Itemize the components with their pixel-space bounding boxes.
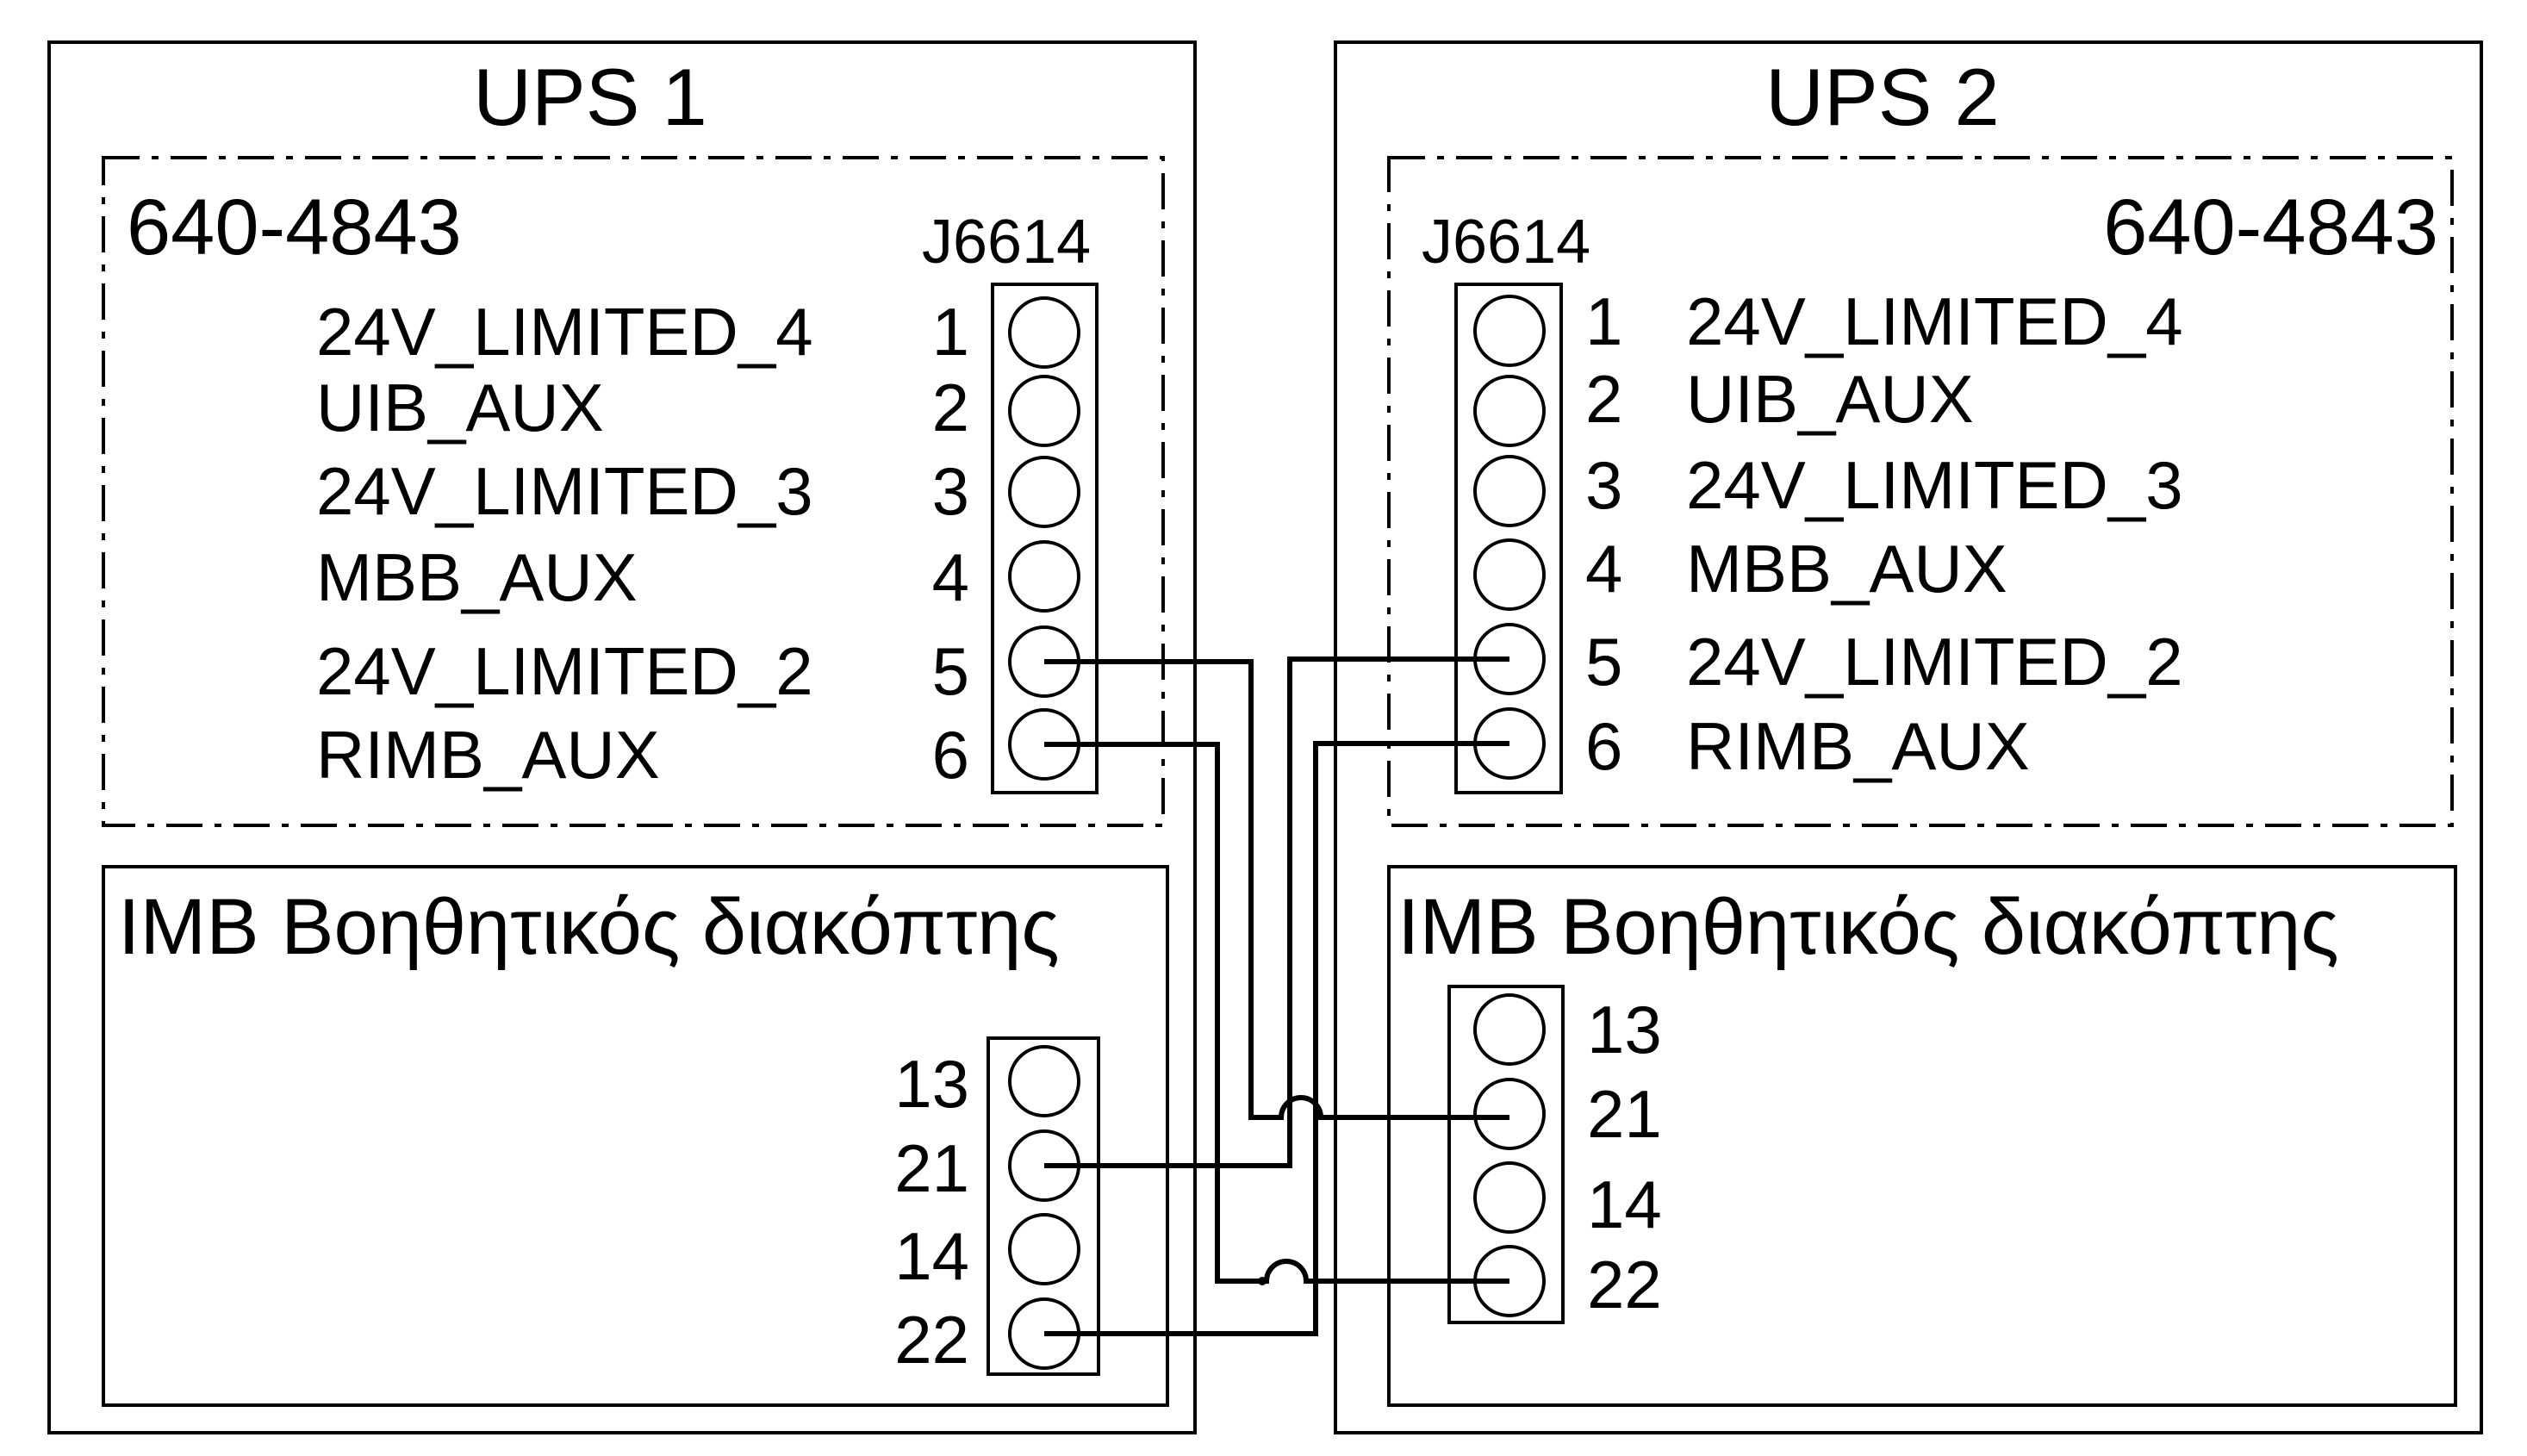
ups2-signal-4: MBB_AUX	[1686, 531, 2007, 607]
ups1-imb-terminal-label-22: 22	[894, 1302, 969, 1378]
ups2-imb-terminal-label-21: 21	[1587, 1076, 1662, 1152]
ups1-signal-6: RIMB_AUX	[316, 717, 660, 793]
ups2-j6614-pin-2	[1473, 375, 1546, 447]
ups1-imb-switch-title: IMB Βοηθητικός διακόπτης	[118, 883, 1060, 971]
ups1-pin-number-5: 5	[932, 633, 969, 709]
ups2-imb-terminal-label-13: 13	[1587, 992, 1662, 1067]
wire-ups1-pin6-to-ups2-imb22	[1044, 742, 1509, 1284]
ups2-j6614-connector	[1454, 283, 1563, 794]
ups1-j6614-pin-1	[1008, 296, 1080, 369]
ups2-imb-terminal-label-14: 14	[1587, 1167, 1662, 1242]
ups1-j6614-pin-2	[1008, 375, 1080, 447]
ups2-j6614-pin-1	[1473, 295, 1546, 367]
ups2-imb-terminal-21	[1473, 1078, 1546, 1150]
ups1-j6614-body	[991, 283, 1099, 794]
wire-ups2-pin6-to-ups1-imb22	[1044, 741, 1509, 1336]
ups2-pin-number-5: 5	[1585, 624, 1622, 700]
ups2-enclosure	[1334, 40, 2483, 1434]
ups1-enclosure	[47, 40, 1197, 1434]
ups1-signal-labels: 24V_LIMITED_4 UIB_AUX 24V_LIMITED_3 MBB_…	[316, 294, 813, 793]
cross-wiring	[1044, 656, 1509, 1336]
ups1-imb-switch-terminals: 13 21 14 22	[894, 1036, 1100, 1378]
ups1-imb-terminal-block	[987, 1036, 1100, 1376]
ups2-pin-number-1: 1	[1585, 283, 1622, 359]
ups2-signal-1: 24V_LIMITED_4	[1686, 283, 2183, 359]
ups2-connector-label: J6614	[1422, 208, 1590, 277]
ups1-pin-number-3: 3	[932, 453, 969, 529]
ups2-signal-labels: 24V_LIMITED_4 UIB_AUX 24V_LIMITED_3 MBB_…	[1686, 283, 2183, 784]
ups2-imb-terminal-13	[1473, 993, 1546, 1066]
ups2-j6614-body	[1454, 283, 1563, 794]
ups2-title: UPS 2	[1765, 52, 2000, 142]
ups2-pin-numbers: 1 2 3 4 5 6	[1585, 283, 1622, 784]
wire-ups1-pin5-to-ups2-imb21	[1044, 659, 1509, 1120]
ups1-j6614-pin-3	[1008, 456, 1080, 528]
ups2-signal-2: UIB_AUX	[1686, 361, 1974, 437]
ups2-imb-terminal-14	[1473, 1161, 1546, 1234]
ups1-j6614-connector	[991, 283, 1099, 794]
ups2-imb-switch-box	[1387, 865, 2457, 1407]
ups1-pin-number-4: 4	[932, 539, 969, 615]
ups2-imb-switch-terminals: 13 21 14 22	[1447, 985, 1662, 1324]
ups1-pin-number-6: 6	[932, 717, 969, 793]
ups2-imb-terminal-label-22: 22	[1587, 1247, 1662, 1322]
ups1-signal-3: 24V_LIMITED_3	[316, 453, 813, 529]
ups2-imb-terminal-block	[1447, 985, 1565, 1324]
ups2-pin-number-3: 3	[1585, 447, 1622, 523]
ups1-imb-terminal-13	[1008, 1045, 1080, 1117]
ups1-imb-terminal-label-14: 14	[894, 1218, 969, 1294]
ups1-signal-5: 24V_LIMITED_2	[316, 633, 813, 709]
ups1-board	[102, 156, 1165, 827]
ups1-j6614-pin-4	[1008, 540, 1080, 613]
ups1-signal-4: MBB_AUX	[316, 539, 638, 615]
ups2-j6614-pin-3	[1473, 455, 1546, 527]
wire-ups2-pin5-to-ups1-imb21	[1044, 656, 1509, 1168]
ups1-title: UPS 1	[473, 52, 707, 142]
ups2-board-part-number: 640-4843	[2103, 184, 2438, 271]
ups2-pin-number-2: 2	[1585, 361, 1622, 437]
ups2-board	[1387, 156, 2454, 827]
ups1-board-part-number: 640-4843	[127, 184, 462, 271]
ups2-unit: UPS 2 640-4843 J6614 1 2 3 4 5 6 24V_LIM…	[1334, 40, 2483, 1434]
ups2-signal-5: 24V_LIMITED_2	[1686, 624, 2183, 700]
ups2-pin-number-4: 4	[1585, 531, 1622, 607]
ups2-j6614-pin-4	[1473, 538, 1546, 611]
ups1-imb-terminal-label-13: 13	[894, 1046, 969, 1122]
ups2-signal-3: 24V_LIMITED_3	[1686, 447, 2183, 523]
ups1-signal-1: 24V_LIMITED_4	[316, 294, 813, 370]
ups1-pin-number-2: 2	[932, 370, 969, 445]
ups1-signal-2: UIB_AUX	[316, 370, 604, 445]
ups1-imb-terminal-14	[1008, 1213, 1080, 1285]
ups1-imb-switch-box	[102, 865, 1169, 1407]
ups1-connector-label: J6614	[922, 208, 1091, 277]
ups2-imb-switch-title: IMB Βοηθητικός διακόπτης	[1397, 883, 2339, 971]
ups2-signal-6: RIMB_AUX	[1686, 708, 2030, 784]
ups1-imb-terminal-label-21: 21	[894, 1130, 969, 1206]
ups1-pin-number-1: 1	[932, 294, 969, 370]
ups1-unit: UPS 1 640-4843 J6614 24V_LIMITED_4 UIB_A…	[47, 40, 1197, 1434]
ups1-pin-numbers: 1 2 3 4 5 6	[932, 294, 969, 793]
ups2-pin-number-6: 6	[1585, 708, 1622, 784]
wire-junction-dot	[1258, 1277, 1267, 1285]
